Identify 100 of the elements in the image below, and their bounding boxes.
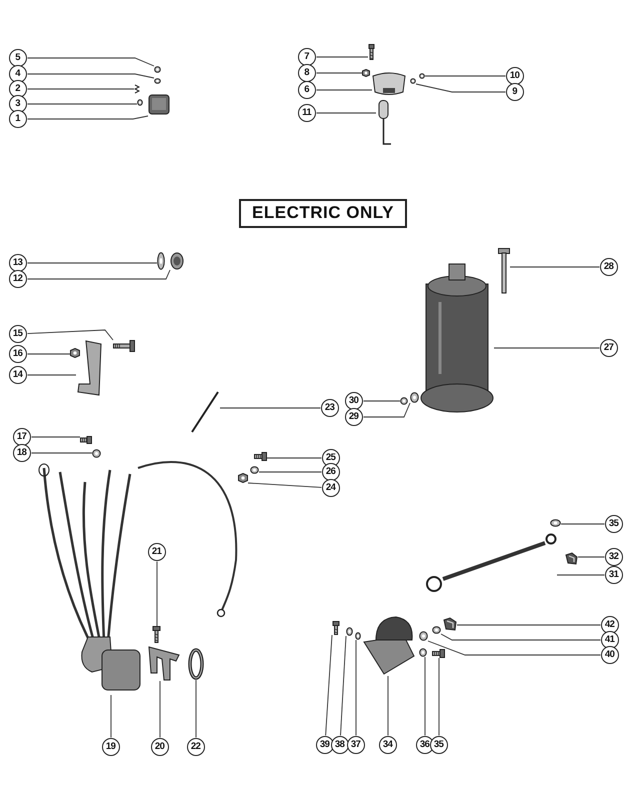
leader-line [316,112,376,114]
washer-drawing [137,99,143,106]
leader-line [27,374,76,376]
callout-number: 42 [600,616,619,634]
callout-number: 27 [600,338,618,357]
screw-drawing [432,649,445,658]
callout-number: 8 [298,64,316,82]
washer-drawing [250,466,259,474]
leader-line [363,400,400,402]
callout-number: 40 [600,646,619,664]
leader-line [428,640,601,656]
washer-drawing [410,392,419,403]
leader-line [424,656,426,736]
leader-line [27,116,148,120]
callout-number: 35 [430,736,448,754]
leader-line [31,452,92,454]
grommet-drawing [170,252,184,270]
leader-line [556,574,605,576]
callout-number: 15 [8,324,27,343]
callout-number: 30 [344,392,363,410]
starter-motor-drawing [420,262,494,414]
washer-drawing [346,627,353,636]
callout-number: 31 [604,566,623,584]
screw-drawing [368,44,375,60]
callout-number: 22 [186,738,205,756]
battery-cable-drawing [425,533,557,593]
screw-drawing [80,436,92,444]
callout-number: 24 [322,478,340,497]
leader-line [27,262,158,264]
leader-line [316,56,368,58]
callout-number: 17 [12,428,31,446]
washer-drawing [419,631,428,641]
leader-line [31,436,80,438]
callout-number: 13 [8,254,27,272]
screw-drawing [113,340,135,352]
bolt-drawing [498,248,510,294]
callout-number: 38 [330,736,349,754]
leader-line [110,694,112,738]
callout-number: 3 [8,94,27,113]
callout-number: 11 [298,104,316,122]
washer-drawing [355,632,361,640]
leader-line [156,561,158,626]
callout-number: 9 [506,82,524,101]
plug-lead-drawing [376,100,392,146]
callout-number: 10 [506,66,524,85]
callout-number: 12 [8,270,27,288]
screw-drawing [332,621,340,635]
callout-number: 20 [150,738,169,756]
callout-number: 26 [322,462,340,481]
clip-drawing [443,617,457,631]
heading-label: ELECTRIC ONLY [239,199,407,228]
leader-line [456,624,601,626]
leader-line [316,72,362,74]
leader-line [27,330,114,340]
callout-number: 7 [298,48,316,66]
washer-drawing [400,397,408,405]
callout-number: 19 [102,738,120,756]
washer-drawing [157,252,165,270]
terminal-block-drawing [148,92,170,116]
leader-line [416,84,506,92]
leader-line [27,58,154,66]
leader-line [27,88,134,90]
callout-number: 4 [8,64,27,83]
washer-drawing [419,73,425,79]
leader-line [27,270,170,280]
switch-drawing [372,72,406,96]
callout-number: 5 [8,48,27,67]
clip-drawing [565,552,578,565]
callout-number: 36 [416,736,434,754]
washer-drawing [154,66,161,73]
leader-line [510,266,600,268]
callout-number: 34 [378,736,397,754]
callout-number: 21 [148,542,166,561]
washer-drawing [419,648,427,657]
callout-number: 39 [316,736,334,754]
nut-drawing [238,473,248,483]
washer-drawing [410,78,416,84]
nut-drawing [70,348,80,358]
callout-number: 28 [600,258,618,276]
callout-number: 32 [604,548,623,566]
callout-number: 23 [320,398,339,417]
leader-line [325,634,332,736]
screw-drawing [254,452,267,461]
callout-number: 1 [8,110,27,128]
spring-drawing [134,84,140,94]
washer-drawing [92,449,101,458]
callout-number: 2 [8,80,27,98]
washer-drawing [550,519,561,527]
bracket-drawing [76,340,102,396]
retainer-drawing [148,645,180,681]
leader-line [440,634,601,640]
leader-line [578,556,605,558]
nut-drawing [362,69,370,77]
callout-number: 35 [604,514,623,533]
screw-drawing [152,626,161,643]
callout-number: 25 [322,448,340,467]
leader-line [340,636,346,736]
washer-drawing [154,78,161,84]
callout-number: 6 [298,80,316,99]
callout-number: 18 [12,444,31,462]
